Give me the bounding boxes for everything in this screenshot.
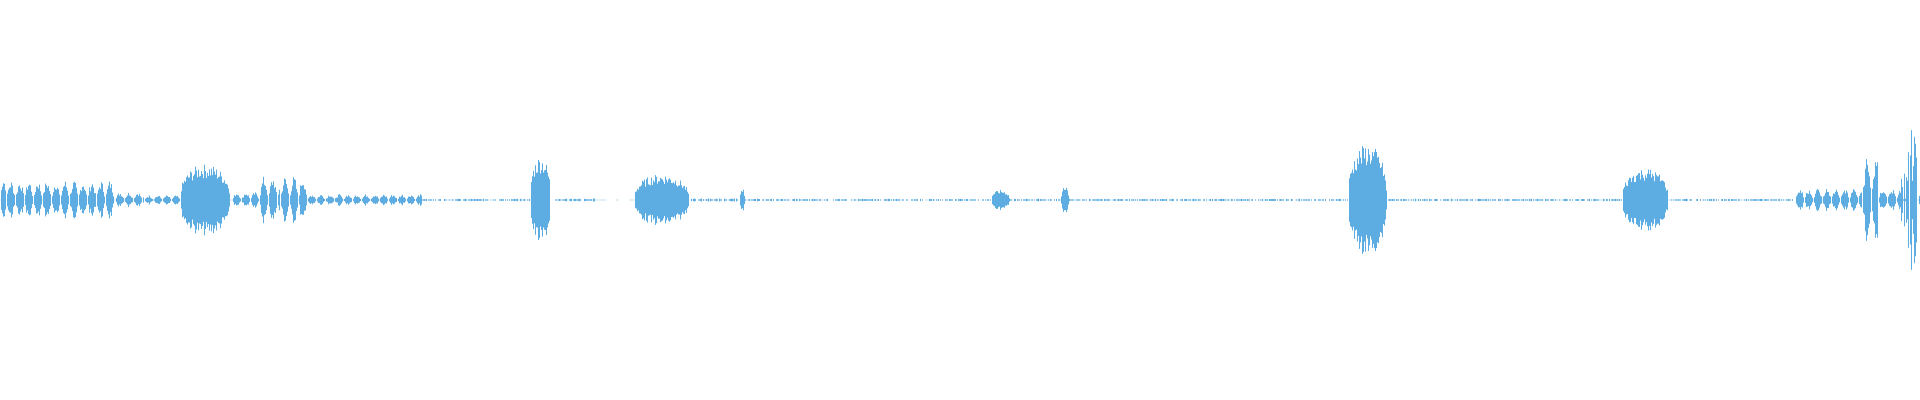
waveform-segment bbox=[181, 164, 230, 236]
waveform-segment bbox=[7, 181, 114, 219]
waveform-segment bbox=[281, 177, 307, 223]
waveform-segment bbox=[1388, 198, 1622, 202]
waveform-segment bbox=[635, 175, 689, 225]
waveform-segment bbox=[1623, 169, 1668, 231]
waveform-segment bbox=[116, 192, 144, 208]
waveform-segment bbox=[1879, 190, 1901, 210]
waveform-segment bbox=[992, 190, 1010, 210]
waveform-segment bbox=[1061, 187, 1069, 213]
waveform-segment bbox=[145, 195, 180, 205]
waveform-segment bbox=[422, 198, 530, 202]
waveform-segment bbox=[745, 198, 991, 202]
waveform-segment bbox=[1349, 146, 1387, 254]
waveform-segment bbox=[740, 189, 745, 211]
waveform-segment bbox=[1010, 198, 1060, 202]
waveform-segment bbox=[531, 159, 550, 241]
waveform-segment bbox=[1901, 130, 1920, 270]
waveform-segment bbox=[260, 176, 280, 224]
waveform-segment bbox=[691, 198, 738, 202]
waveform-segment bbox=[1863, 159, 1878, 241]
waveform-segment bbox=[1, 183, 6, 217]
waveform-segment bbox=[555, 198, 595, 202]
waveform-segment bbox=[1796, 188, 1862, 212]
waveform-trace bbox=[0, 130, 1920, 270]
waveform-segment bbox=[233, 192, 259, 208]
waveform-segment bbox=[1671, 198, 1793, 202]
waveform-segment bbox=[308, 194, 422, 206]
waveform-segment bbox=[1069, 198, 1348, 202]
